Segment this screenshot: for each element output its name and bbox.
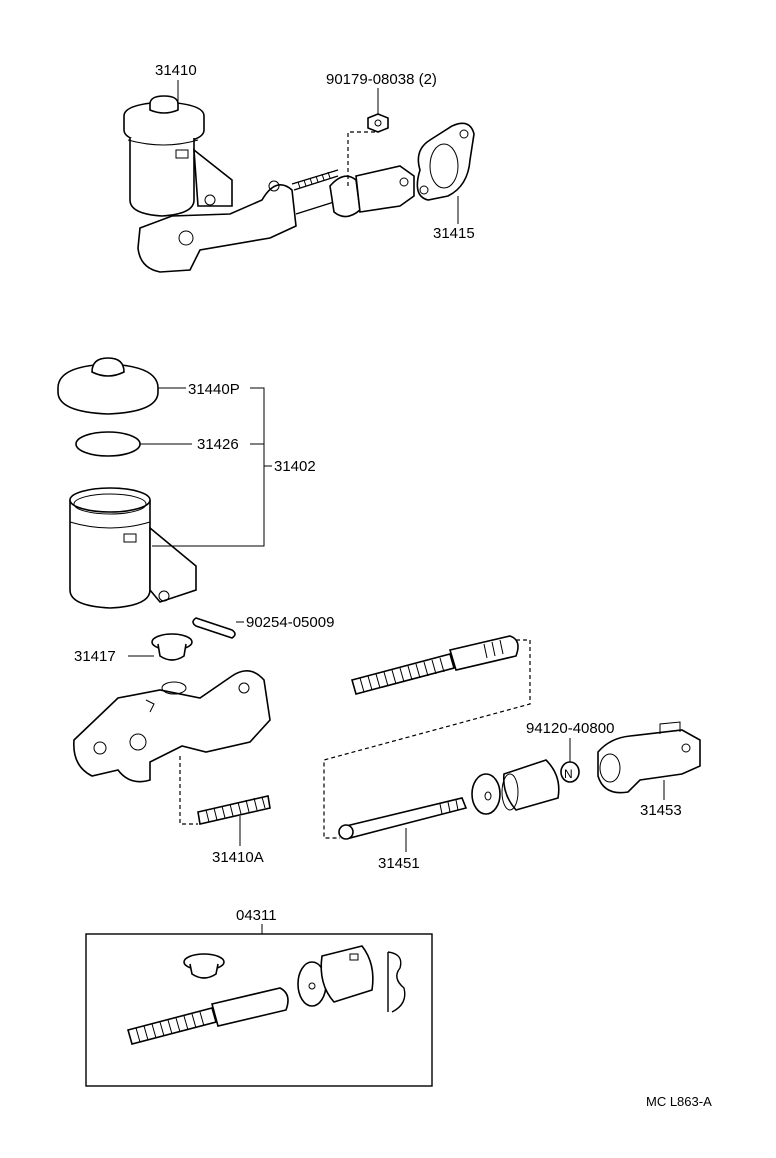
reservoir-group	[57, 357, 272, 609]
label-90254: 90254-05009	[246, 614, 334, 631]
label-90179: 90179-08038 (2)	[326, 71, 437, 88]
label-31440p: 31440P	[188, 381, 240, 398]
master-cylinder-assembly	[123, 80, 475, 273]
repair-kit	[85, 924, 433, 1087]
label-31417: 31417	[74, 648, 116, 665]
label-31451: 31451	[378, 855, 420, 872]
label-94120: 94120-40800	[526, 720, 614, 737]
label-31410: 31410	[155, 62, 197, 79]
label-31415: 31415	[433, 225, 475, 242]
n-marker-label: N	[564, 767, 573, 781]
label-31402: 31402	[274, 458, 316, 475]
label-31453: 31453	[640, 802, 682, 819]
callout-labels: 31410 90179-08038 (2) 31415 31440P 31426…	[74, 62, 712, 1109]
pin-90254	[192, 617, 244, 639]
reference-code: MC L863-A	[646, 1094, 712, 1109]
grommet-31417	[128, 633, 193, 661]
label-31426: 31426	[197, 436, 239, 453]
label-31410a: 31410A	[212, 849, 264, 866]
piston-spring-group: N	[323, 635, 701, 852]
label-04311: 04311	[236, 907, 277, 924]
cylinder-body	[73, 670, 271, 846]
